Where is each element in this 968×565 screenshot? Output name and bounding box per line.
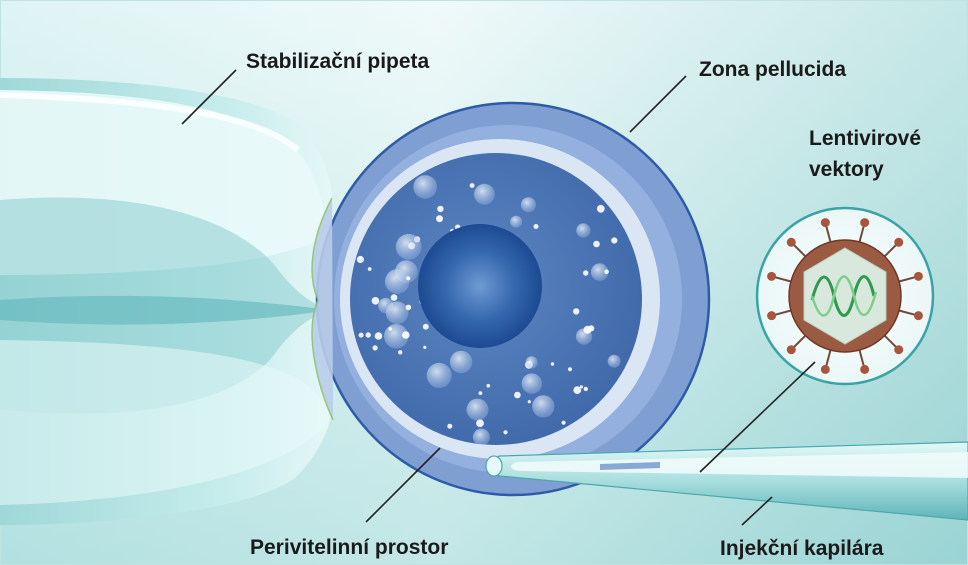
vesicle: [450, 351, 472, 373]
vesicle: [573, 386, 581, 394]
vesicle: [532, 395, 554, 417]
label-lentiviral-vectors-line1: Lentivirové: [809, 127, 921, 151]
vesicle: [562, 421, 566, 425]
vesicle: [474, 184, 495, 205]
vesicle: [551, 362, 554, 365]
virus-spike-knob: [787, 238, 796, 247]
vesicle: [375, 332, 383, 340]
vesicle: [406, 276, 410, 280]
vesicle: [576, 223, 590, 237]
virus-spike-knob: [767, 272, 776, 281]
vesicle: [526, 356, 538, 368]
nucleus: [418, 224, 542, 348]
vesicle: [473, 429, 490, 446]
vesicle: [487, 384, 491, 388]
virus-spike-knob: [894, 238, 903, 247]
virus-spike-knob: [914, 272, 923, 281]
vesicle: [385, 269, 410, 294]
vesicle: [583, 270, 588, 275]
lentiviral-vector: [757, 208, 933, 384]
label-zona-pellucida: Zona pellucida: [699, 58, 846, 82]
vesicle: [423, 346, 426, 349]
vesicle: [423, 324, 429, 330]
vesicle: [366, 332, 371, 337]
vesicle: [479, 391, 483, 395]
vesicle: [386, 301, 409, 324]
label-perivitelline-space: Perivitelinní prostor: [250, 536, 448, 560]
vesicle: [528, 400, 531, 403]
vesicle: [510, 216, 522, 228]
vesicle: [573, 308, 579, 314]
vesicle: [437, 206, 443, 212]
vesicle: [359, 333, 364, 338]
vesicle: [368, 267, 372, 271]
vesicle: [522, 373, 542, 393]
label-injection-capillary: Injekční kapilára: [720, 537, 883, 561]
vesicle: [584, 326, 592, 334]
oocyte: [317, 103, 709, 495]
virus-spike-knob: [821, 218, 830, 227]
vesicle: [396, 234, 422, 260]
virus-spike-knob: [894, 345, 903, 354]
vesicle: [514, 392, 521, 399]
vesicle: [593, 241, 600, 248]
vesicle: [604, 270, 609, 275]
vesicle: [413, 175, 437, 199]
vesicle: [402, 331, 410, 339]
vesicle: [568, 367, 572, 371]
vesicle: [470, 183, 475, 188]
vesicle: [608, 355, 621, 368]
vesicle: [372, 297, 380, 305]
holding-pipette: [0, 78, 332, 525]
vesicle: [389, 327, 393, 331]
virus-spike-knob: [860, 365, 869, 374]
vesicle: [398, 350, 402, 354]
vesicle: [406, 305, 412, 311]
vesicle: [467, 399, 489, 421]
label-lentiviral-vectors-line2: vektory: [809, 158, 884, 182]
vesicle: [391, 294, 398, 301]
label-holding-pipette: Stabilizační pipeta: [246, 50, 429, 74]
virus-spike-knob: [860, 218, 869, 227]
vesicle: [503, 430, 507, 434]
virus-spike-knob: [787, 345, 796, 354]
virus-spike-knob: [821, 365, 830, 374]
vesicle: [584, 387, 588, 391]
vesicle: [373, 345, 378, 350]
vesicle: [357, 256, 364, 263]
vesicle: [611, 237, 617, 243]
vesicle: [436, 215, 443, 222]
vesicle: [427, 363, 452, 388]
vesicle: [597, 205, 605, 213]
vesicle: [534, 224, 539, 229]
virus-spike-knob: [914, 311, 923, 320]
vesicle: [521, 197, 536, 212]
vesicle: [447, 424, 452, 429]
virus-spike-knob: [767, 311, 776, 320]
